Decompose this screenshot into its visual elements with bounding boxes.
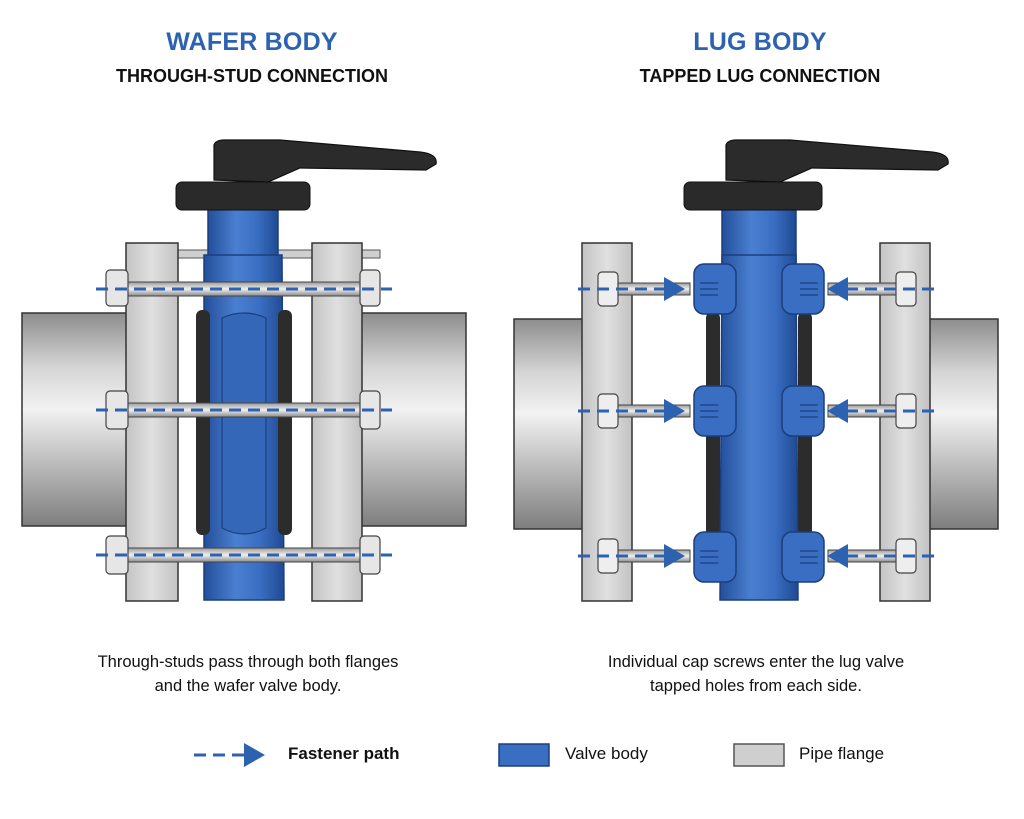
wafer-handle-lever — [213, 139, 437, 183]
wafer-caption: Through-studs pass through both flanges … — [28, 650, 468, 698]
wafer-subtitle: THROUGH-STUD CONNECTION — [116, 66, 388, 86]
wafer-caption-line1: Through-studs pass through both flanges — [97, 653, 399, 671]
wafer-caption-line2: and the wafer valve body. — [154, 677, 342, 695]
wafer-assembly — [21, 139, 467, 602]
wafer-left-flange — [125, 242, 179, 602]
legend-valve-body-swatch — [498, 743, 550, 767]
lug-caption-line2: tapped holes from each side. — [650, 677, 862, 695]
wafer-right-flange — [311, 242, 363, 602]
lug-title: LUG BODY — [693, 28, 827, 56]
lug-subtitle: TAPPED LUG CONNECTION — [639, 66, 881, 86]
legend-fastener-path-label: Fastener path — [288, 744, 400, 763]
legend — [194, 743, 785, 767]
legend-pipe-flange-swatch — [733, 743, 785, 767]
lug-left-pipe — [513, 318, 585, 530]
lug-assembly — [513, 139, 999, 602]
lug-caption: Individual cap screws enter the lug valv… — [536, 650, 976, 698]
wafer-stud-top — [105, 269, 381, 307]
legend-valve-body-label: Valve body — [565, 744, 648, 763]
wafer-right-pipe — [359, 312, 467, 527]
lug-caption-line1: Individual cap screws enter the lug valv… — [607, 653, 905, 671]
legend-pipe-flange-label: Pipe flange — [799, 744, 885, 763]
wafer-handle-base — [175, 181, 311, 211]
lug-right-pipe — [927, 318, 999, 530]
wafer-title: WAFER BODY — [166, 28, 338, 56]
lug-handle-lever — [725, 139, 949, 183]
lug-valve-body — [719, 254, 799, 601]
lug-handle-base — [683, 181, 823, 211]
